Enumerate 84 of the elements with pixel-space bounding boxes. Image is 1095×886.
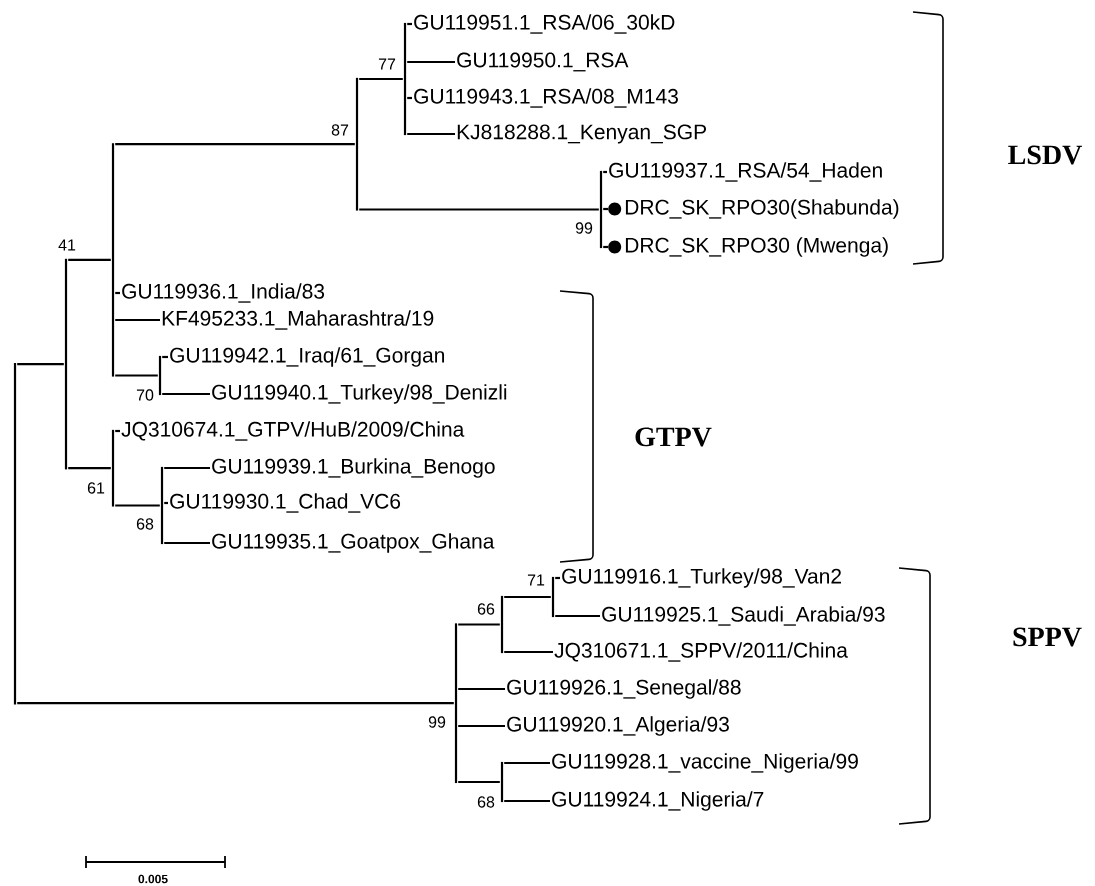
- taxon-label: GU119916.1_Turkey/98_Van2: [562, 568, 841, 588]
- vertical-branch: [500, 761, 504, 803]
- vertical-branch: [158, 355, 162, 396]
- tree-branch: [504, 799, 550, 803]
- taxon-label: DRC_SK_RPO30(Shabunda): [608, 199, 899, 219]
- tree-branch: [162, 355, 168, 359]
- vertical-branch: [13, 363, 17, 705]
- tree-branch: [603, 170, 607, 174]
- tree-branch: [504, 650, 553, 654]
- tree-branch: [115, 318, 160, 322]
- tree-branch: [458, 687, 505, 691]
- bootstrap-value: 70: [136, 389, 154, 401]
- vertical-branch: [355, 77, 359, 211]
- tree-branch: [17, 702, 454, 705]
- tree-branch: [504, 595, 551, 599]
- taxon-label: GU119943.1_RSA/08_M143: [414, 88, 678, 108]
- taxon-label: GU119950.1_RSA: [457, 52, 629, 72]
- tree-branch: [115, 429, 120, 433]
- bootstrap-value: 87: [331, 124, 349, 136]
- vertical-branch: [64, 258, 68, 470]
- taxon-label: GU119920.1_Algeria/93: [507, 716, 729, 736]
- tree-branch: [407, 132, 455, 136]
- tree-branch: [359, 208, 599, 211]
- tree-branch: [17, 363, 64, 366]
- taxon-label: KF495233.1_Maharashtra/19: [162, 310, 434, 330]
- tree-branch: [162, 392, 210, 396]
- bootstrap-value: 99: [575, 222, 593, 234]
- tree-branch: [164, 541, 210, 545]
- taxon-label: GU119939.1_Burkina_Benogo: [212, 458, 495, 478]
- tree-branch: [407, 96, 412, 100]
- bootstrap-value: 61: [87, 482, 105, 494]
- tree-branch: [458, 780, 500, 784]
- clade-label: SPPV: [1013, 627, 1082, 647]
- taxon-label: GU119925.1_Saudi_Arabia/93: [602, 606, 885, 626]
- bootstrap-value: 99: [428, 716, 446, 728]
- bootstrap-value: 68: [136, 518, 154, 530]
- taxon-label: GU119942.1_Iraq/61_Gorgan: [170, 347, 444, 367]
- bootstrap-value: 71: [527, 574, 545, 586]
- bootstrap-value: 41: [58, 239, 76, 251]
- taxon-label: GU119937.1_RSA/54_Haden: [609, 162, 882, 182]
- taxon-label: GU119940.1_Turkey/98_Denizli: [212, 384, 507, 404]
- bootstrap-value: 66: [477, 603, 495, 615]
- taxon-label: KJ818288.1_Kenyan_SGP: [457, 124, 706, 144]
- vertical-branch: [111, 143, 115, 377]
- clade-label: LSDV: [1008, 145, 1082, 165]
- bootstrap-value: 68: [477, 796, 495, 808]
- taxon-label: GU119928.1_vaccine_Nigeria/99: [552, 753, 858, 773]
- taxon-label: GU119930.1_Chad_VC6: [170, 493, 401, 513]
- tree-branch: [359, 77, 403, 81]
- tree-branch: [555, 576, 560, 580]
- tree-branch: [603, 245, 608, 249]
- vertical-branch: [599, 170, 603, 249]
- tree-branch: [458, 623, 500, 626]
- taxon-label: DRC_SK_RPO30 (Mwenga): [608, 237, 888, 257]
- vertical-branch: [160, 466, 164, 545]
- scale-label: 0.005: [138, 874, 168, 884]
- vertical-branch: [500, 595, 504, 654]
- vertical-branch: [111, 429, 115, 507]
- taxon-label: JQ310671.1_SPPV/2011/China: [554, 642, 848, 662]
- tree-branch: [68, 258, 111, 261]
- tree-branch: [555, 614, 600, 618]
- tree-branch: [164, 501, 168, 505]
- tree-branch: [115, 504, 160, 507]
- bootstrap-value: 77: [378, 58, 396, 70]
- tree-branch: [115, 374, 158, 377]
- taxon-label: GU119951.1_RSA/06_30kD: [414, 14, 675, 34]
- tree-branch: [504, 761, 550, 765]
- taxon-label: GU119936.1_India/83: [122, 283, 325, 303]
- taxon-label: GU119924.1_Nigeria/7: [552, 791, 764, 811]
- taxon-label: JQ310674.1_GTPV/HuB/2009/China: [121, 421, 465, 441]
- vertical-branch: [454, 623, 458, 784]
- taxon-label: GU119935.1_Goatpox_Ghana: [212, 533, 495, 553]
- clade-label: GTPV: [635, 427, 712, 447]
- tree-branch: [115, 291, 120, 295]
- taxon-label: GU119926.1_Senegal/88: [507, 679, 741, 699]
- tree-branch: [164, 466, 210, 470]
- tree-branch: [68, 467, 111, 470]
- tree-branch: [407, 22, 412, 26]
- tree-branch: [458, 724, 505, 728]
- tree-branch: [603, 207, 608, 211]
- tree-branch: [115, 143, 355, 146]
- vertical-branch: [403, 22, 407, 136]
- vertical-branch: [551, 576, 555, 618]
- tree-branch: [407, 60, 455, 64]
